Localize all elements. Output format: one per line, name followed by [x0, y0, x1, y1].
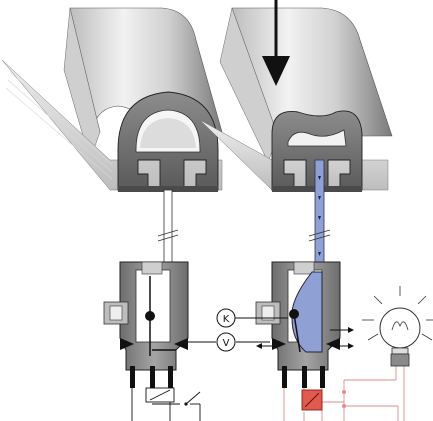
label-k: K — [223, 314, 230, 325]
label-v-marker: V — [180, 332, 270, 352]
closed-contact — [342, 390, 346, 408]
lightbulb-icon — [362, 286, 433, 367]
left-air-tube — [157, 189, 179, 263]
label-k-marker: K — [216, 308, 288, 328]
relay-coil-active — [301, 389, 323, 411]
right-rubber-profile — [199, 7, 393, 192]
label-v: V — [223, 338, 230, 349]
right-pressure-switch — [255, 261, 354, 388]
left-rubber-profile — [1, 7, 223, 192]
right-air-tube — [308, 159, 331, 263]
relay-coil-icon — [145, 387, 175, 403]
down-arrow-icon — [262, 0, 290, 86]
left-pressure-switch — [103, 261, 189, 388]
switch-contact-icon — [184, 391, 201, 406]
